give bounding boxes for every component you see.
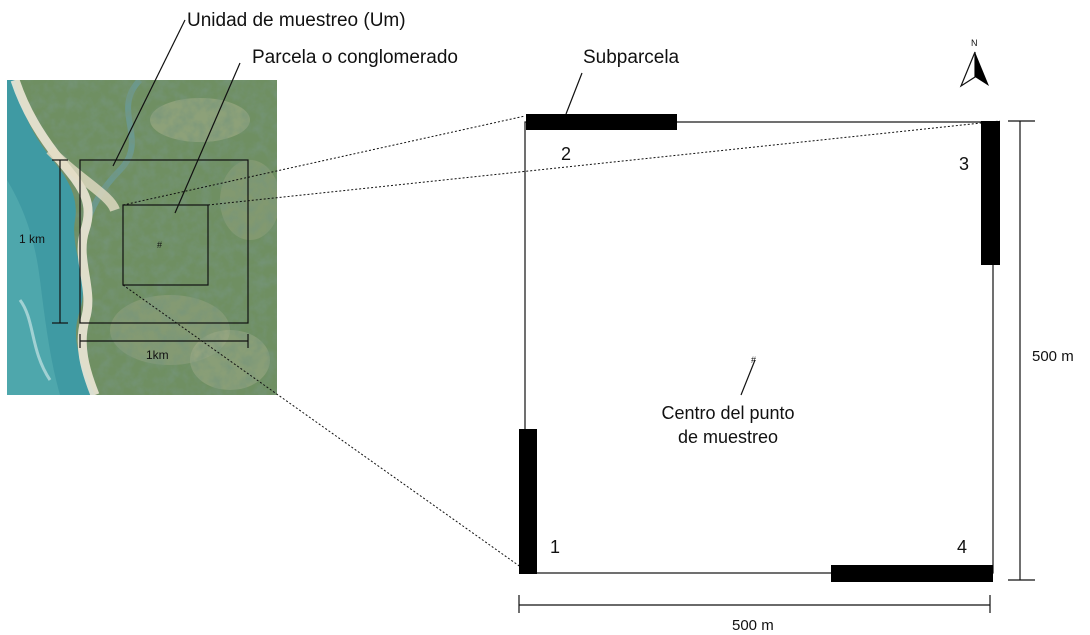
- sampling-unit-leader: [112, 19, 186, 167]
- subplot-number-2: 2: [561, 144, 571, 164]
- center-label-line1: Centro del punto: [661, 403, 794, 423]
- dimension-right-label: 500 m: [1032, 348, 1074, 365]
- subplot-leader: [565, 72, 583, 115]
- subplot-bar-2: [526, 114, 677, 130]
- plot-leader: [174, 62, 241, 214]
- subplot-bar-4: [831, 565, 993, 582]
- sampling-unit-frame: [79, 159, 249, 324]
- projection-lines: [122, 115, 1001, 571]
- north-arrow-icon: [959, 51, 989, 88]
- plot-label: Parcela o conglomerado: [252, 47, 458, 68]
- photo-dimension-vertical: [52, 159, 68, 324]
- subplot-number-4: 4: [957, 537, 967, 557]
- north-label: N: [971, 38, 978, 48]
- subplot-bar-3: [981, 121, 1000, 265]
- center-point-mark: #: [751, 355, 756, 365]
- photo-dimension-horizontal: [79, 334, 249, 348]
- sampling-unit-label: Unidad de muestreo (Um): [187, 10, 406, 31]
- subplot-number-3: 3: [959, 154, 969, 174]
- plot-square: [524, 121, 994, 574]
- subplot-bar-1: [519, 429, 537, 574]
- plot-frame: [122, 204, 209, 286]
- subplot-label: Subparcela: [583, 47, 680, 68]
- dimension-bottom-label: 500 m: [732, 617, 774, 634]
- photo-center-mark: #: [157, 240, 162, 250]
- center-leader: [740, 359, 756, 396]
- dimension-right: [1008, 120, 1035, 581]
- dimension-bottom: [518, 595, 991, 613]
- bottom-km-label: 1km: [146, 348, 169, 362]
- aerial-photo: [7, 80, 277, 395]
- side-km-label: 1 km: [19, 232, 45, 246]
- center-label-line2: de muestreo: [678, 427, 778, 447]
- subplot-number-1: 1: [550, 537, 560, 557]
